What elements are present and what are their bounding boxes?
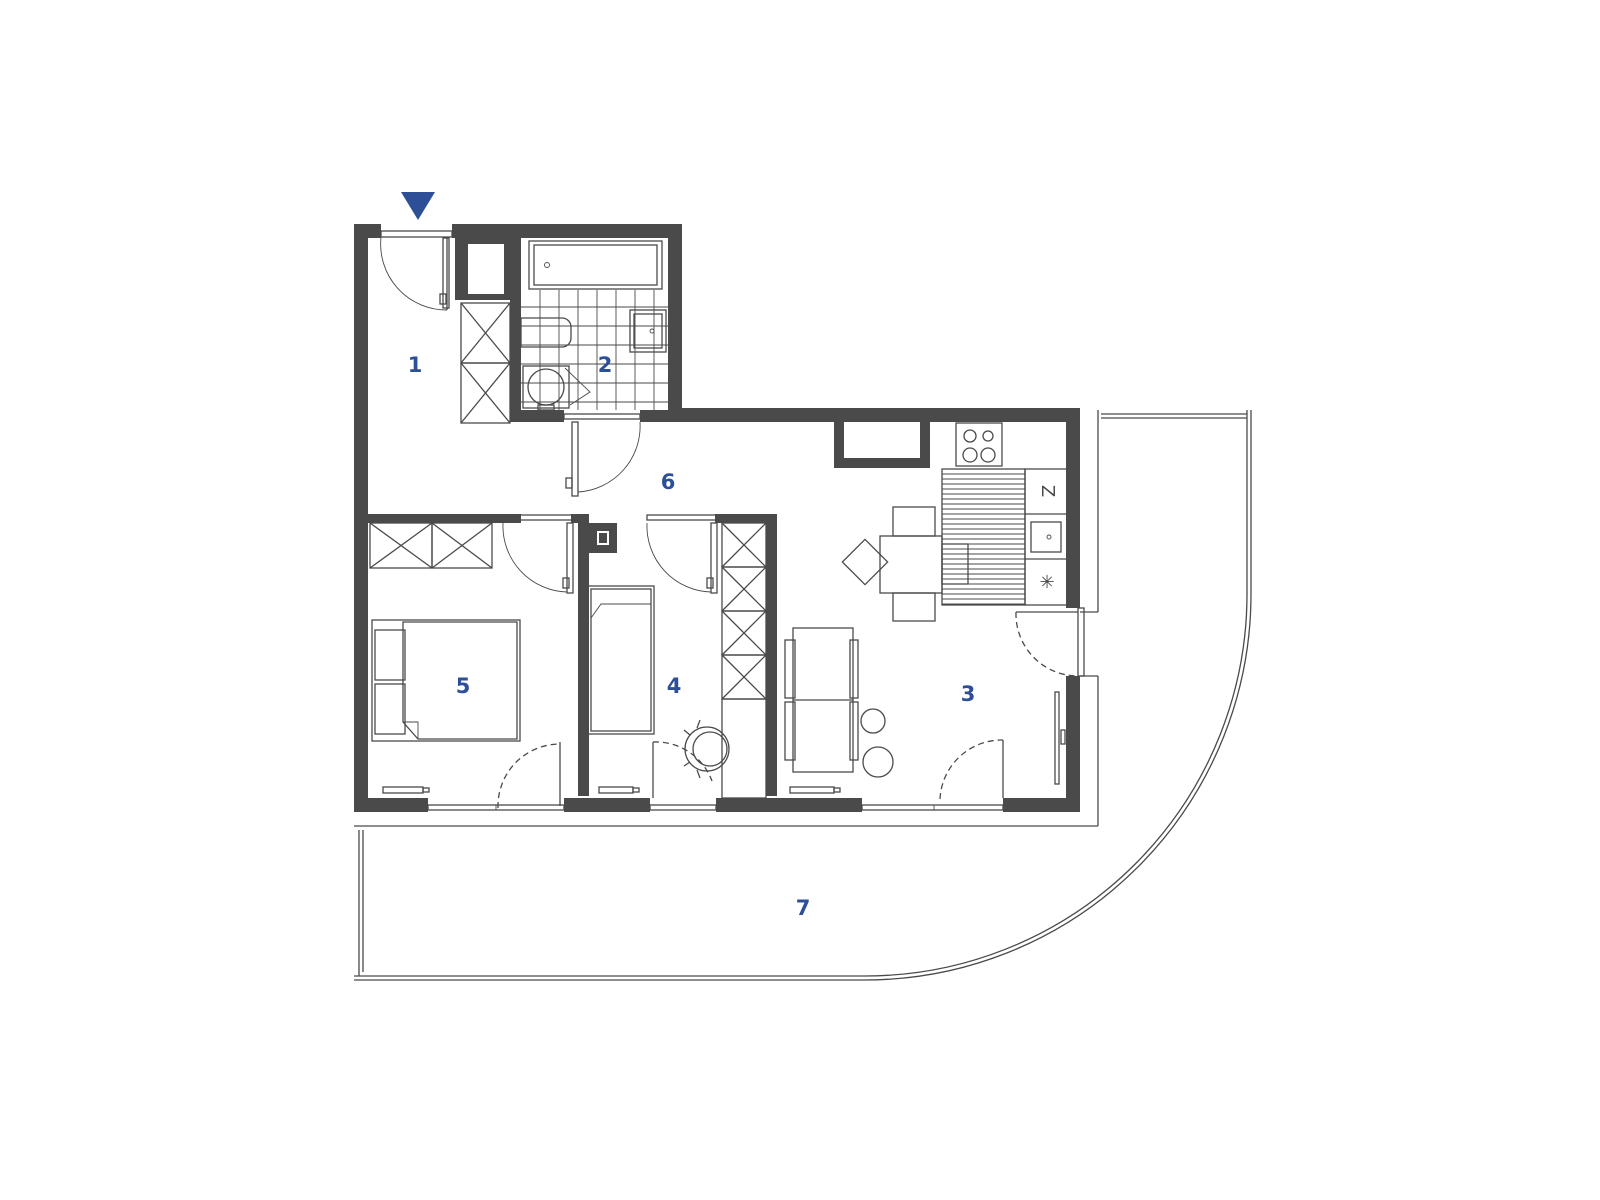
- living-room: Z ✳: [784, 422, 1085, 800]
- room-label-3: 3: [961, 682, 976, 706]
- bedroom-5: [369, 522, 561, 809]
- single-bed: [587, 585, 655, 735]
- fridge-icon: Z: [1037, 485, 1058, 497]
- dining-table[interactable]: [879, 535, 943, 594]
- room-label-1: 1: [408, 353, 423, 377]
- bedroom5-door[interactable]: [502, 514, 574, 594]
- entrance-arrow-icon: [401, 192, 435, 220]
- room-label-6: 6: [661, 470, 676, 494]
- toilet: [520, 317, 572, 348]
- room-label-2: 2: [598, 353, 613, 377]
- washbasin: [629, 309, 667, 353]
- sink-icon: [1030, 521, 1062, 553]
- walls: [354, 224, 1080, 812]
- shaft: [455, 238, 511, 300]
- room4-door[interactable]: [646, 514, 718, 594]
- room-label-7: 7: [796, 896, 811, 920]
- freezer-icon: ✳: [1039, 572, 1054, 593]
- bathtub: [528, 240, 663, 290]
- room-label-5: 5: [456, 674, 471, 698]
- hall-wardrobe: [460, 302, 511, 424]
- bench-stripes: [942, 473, 1025, 605]
- bathroom: [520, 240, 668, 497]
- balcony: [354, 410, 1252, 981]
- room-labels: 1 2 3 4 5 6 7: [408, 353, 976, 920]
- room-label-4: 4: [667, 674, 682, 698]
- windows: [427, 804, 1004, 811]
- room-4: [587, 522, 767, 799]
- washing-machine: [522, 365, 570, 409]
- double-bed: [371, 619, 521, 742]
- entry-door[interactable]: [380, 230, 453, 311]
- stove-icon: [955, 422, 1003, 467]
